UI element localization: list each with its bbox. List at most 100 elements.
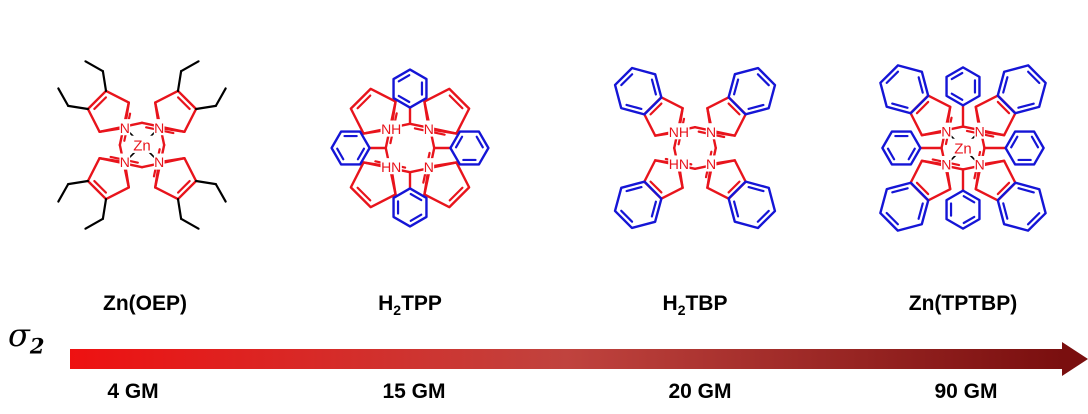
sigma2-value-h2-tbp: 20 GM <box>668 380 732 403</box>
sigma2-value-zn-oep: 4 GM <box>107 380 159 403</box>
double-bond <box>885 70 900 84</box>
meso-phenyl-ring <box>449 130 490 166</box>
double-bond <box>1026 212 1041 226</box>
double-bond <box>917 202 924 220</box>
double-bond <box>356 94 372 110</box>
double-bond <box>336 147 345 161</box>
double-bond <box>625 186 643 193</box>
ethyl-group <box>57 183 70 203</box>
double-bond <box>996 100 1011 115</box>
double-bond <box>891 187 909 194</box>
nitrogen-label: N <box>975 157 985 173</box>
fused-benzene-ring <box>996 181 1047 232</box>
double-bond <box>915 100 930 115</box>
zinc-label: Zn <box>954 140 972 157</box>
double-bond <box>886 147 896 161</box>
sigma2-symbol: σ2 <box>8 316 45 359</box>
double-bond <box>620 209 634 223</box>
ethyl-group <box>214 87 227 107</box>
double-bond <box>176 179 191 194</box>
double-bond <box>950 92 964 101</box>
sigma2-gradient-arrow <box>70 342 1088 376</box>
double-bond <box>1010 135 1019 149</box>
ethyl-group <box>194 179 217 186</box>
nitrogen-label: N <box>120 154 130 170</box>
double-bond <box>650 200 658 218</box>
ethyl-group <box>84 60 104 73</box>
ethyl-group <box>176 197 183 220</box>
atom-label-background <box>380 158 402 175</box>
double-bond <box>907 147 916 161</box>
nitrogen-label: HN <box>669 156 689 172</box>
double-bond <box>448 186 464 202</box>
double-bond <box>1030 135 1040 149</box>
zinc-label: Zn <box>133 137 151 154</box>
double-bond <box>454 135 464 149</box>
ethyl-group <box>57 87 70 107</box>
double-bond <box>747 185 765 193</box>
double-bond <box>356 147 366 161</box>
double-bond <box>962 215 976 225</box>
double-bond <box>727 180 741 194</box>
meso-phenyl-ring <box>945 189 981 230</box>
ethyl-group <box>176 70 183 93</box>
double-bond <box>732 78 740 96</box>
nitrogen-label: N <box>975 123 985 139</box>
ethyl-group <box>194 104 217 111</box>
nitrogen-label: N <box>424 121 434 137</box>
double-bond <box>756 73 770 87</box>
sigma2-value-h2-tpp: 15 GM <box>382 380 446 403</box>
atom-label-background <box>423 158 435 175</box>
meso-phenyl-ring <box>392 187 428 228</box>
compound-label-h2-tpp: H2TPP <box>378 292 442 319</box>
nitrogen-label: N <box>120 120 130 136</box>
atom-label-background <box>941 155 952 173</box>
meso-phenyl-ring <box>330 130 371 166</box>
sigma2-value-zn-tptbp: 90 GM <box>934 380 998 403</box>
double-bond <box>756 209 770 223</box>
ethyl-group <box>84 217 104 230</box>
nitrogen-label: N <box>424 159 434 175</box>
nitrogen-label: NH <box>381 121 401 137</box>
double-bond <box>650 78 657 96</box>
double-bond <box>733 200 740 218</box>
atom-label-background <box>668 123 690 140</box>
atom-label-background <box>705 155 717 172</box>
arrow-head <box>1062 342 1088 376</box>
fused-benzene-ring <box>613 180 663 230</box>
meso-phenyl-ring <box>392 68 428 109</box>
double-bond <box>475 135 484 149</box>
atom-label-background <box>951 138 975 156</box>
double-bond <box>93 179 108 194</box>
arrow-shaft <box>70 349 1062 369</box>
ethyl-group <box>214 183 227 203</box>
ethyl-group <box>101 70 108 93</box>
meso-phenyl-ring <box>1004 130 1045 166</box>
fused-benzene-ring <box>996 64 1047 115</box>
atom-label-background <box>119 119 131 136</box>
double-bond <box>891 102 909 109</box>
nitrogen-label: HN <box>381 159 401 175</box>
fused-benzene-ring <box>879 64 930 115</box>
atom-label-background <box>668 155 690 172</box>
double-bond <box>93 96 108 111</box>
meso-phenyl-ring <box>881 130 922 166</box>
double-bond <box>409 192 423 202</box>
nitrogen-label: NH <box>669 124 689 140</box>
atom-label-background <box>705 123 717 140</box>
double-bond <box>1002 202 1009 220</box>
atom-label-background <box>130 135 154 153</box>
double-bond <box>727 102 741 116</box>
nitrogen-label: N <box>154 154 164 170</box>
compound-label-h2-tbp: H2TBP <box>662 292 728 319</box>
double-bond <box>356 186 372 202</box>
nitrogen-label: N <box>706 124 716 140</box>
ethyl-group <box>180 217 200 230</box>
